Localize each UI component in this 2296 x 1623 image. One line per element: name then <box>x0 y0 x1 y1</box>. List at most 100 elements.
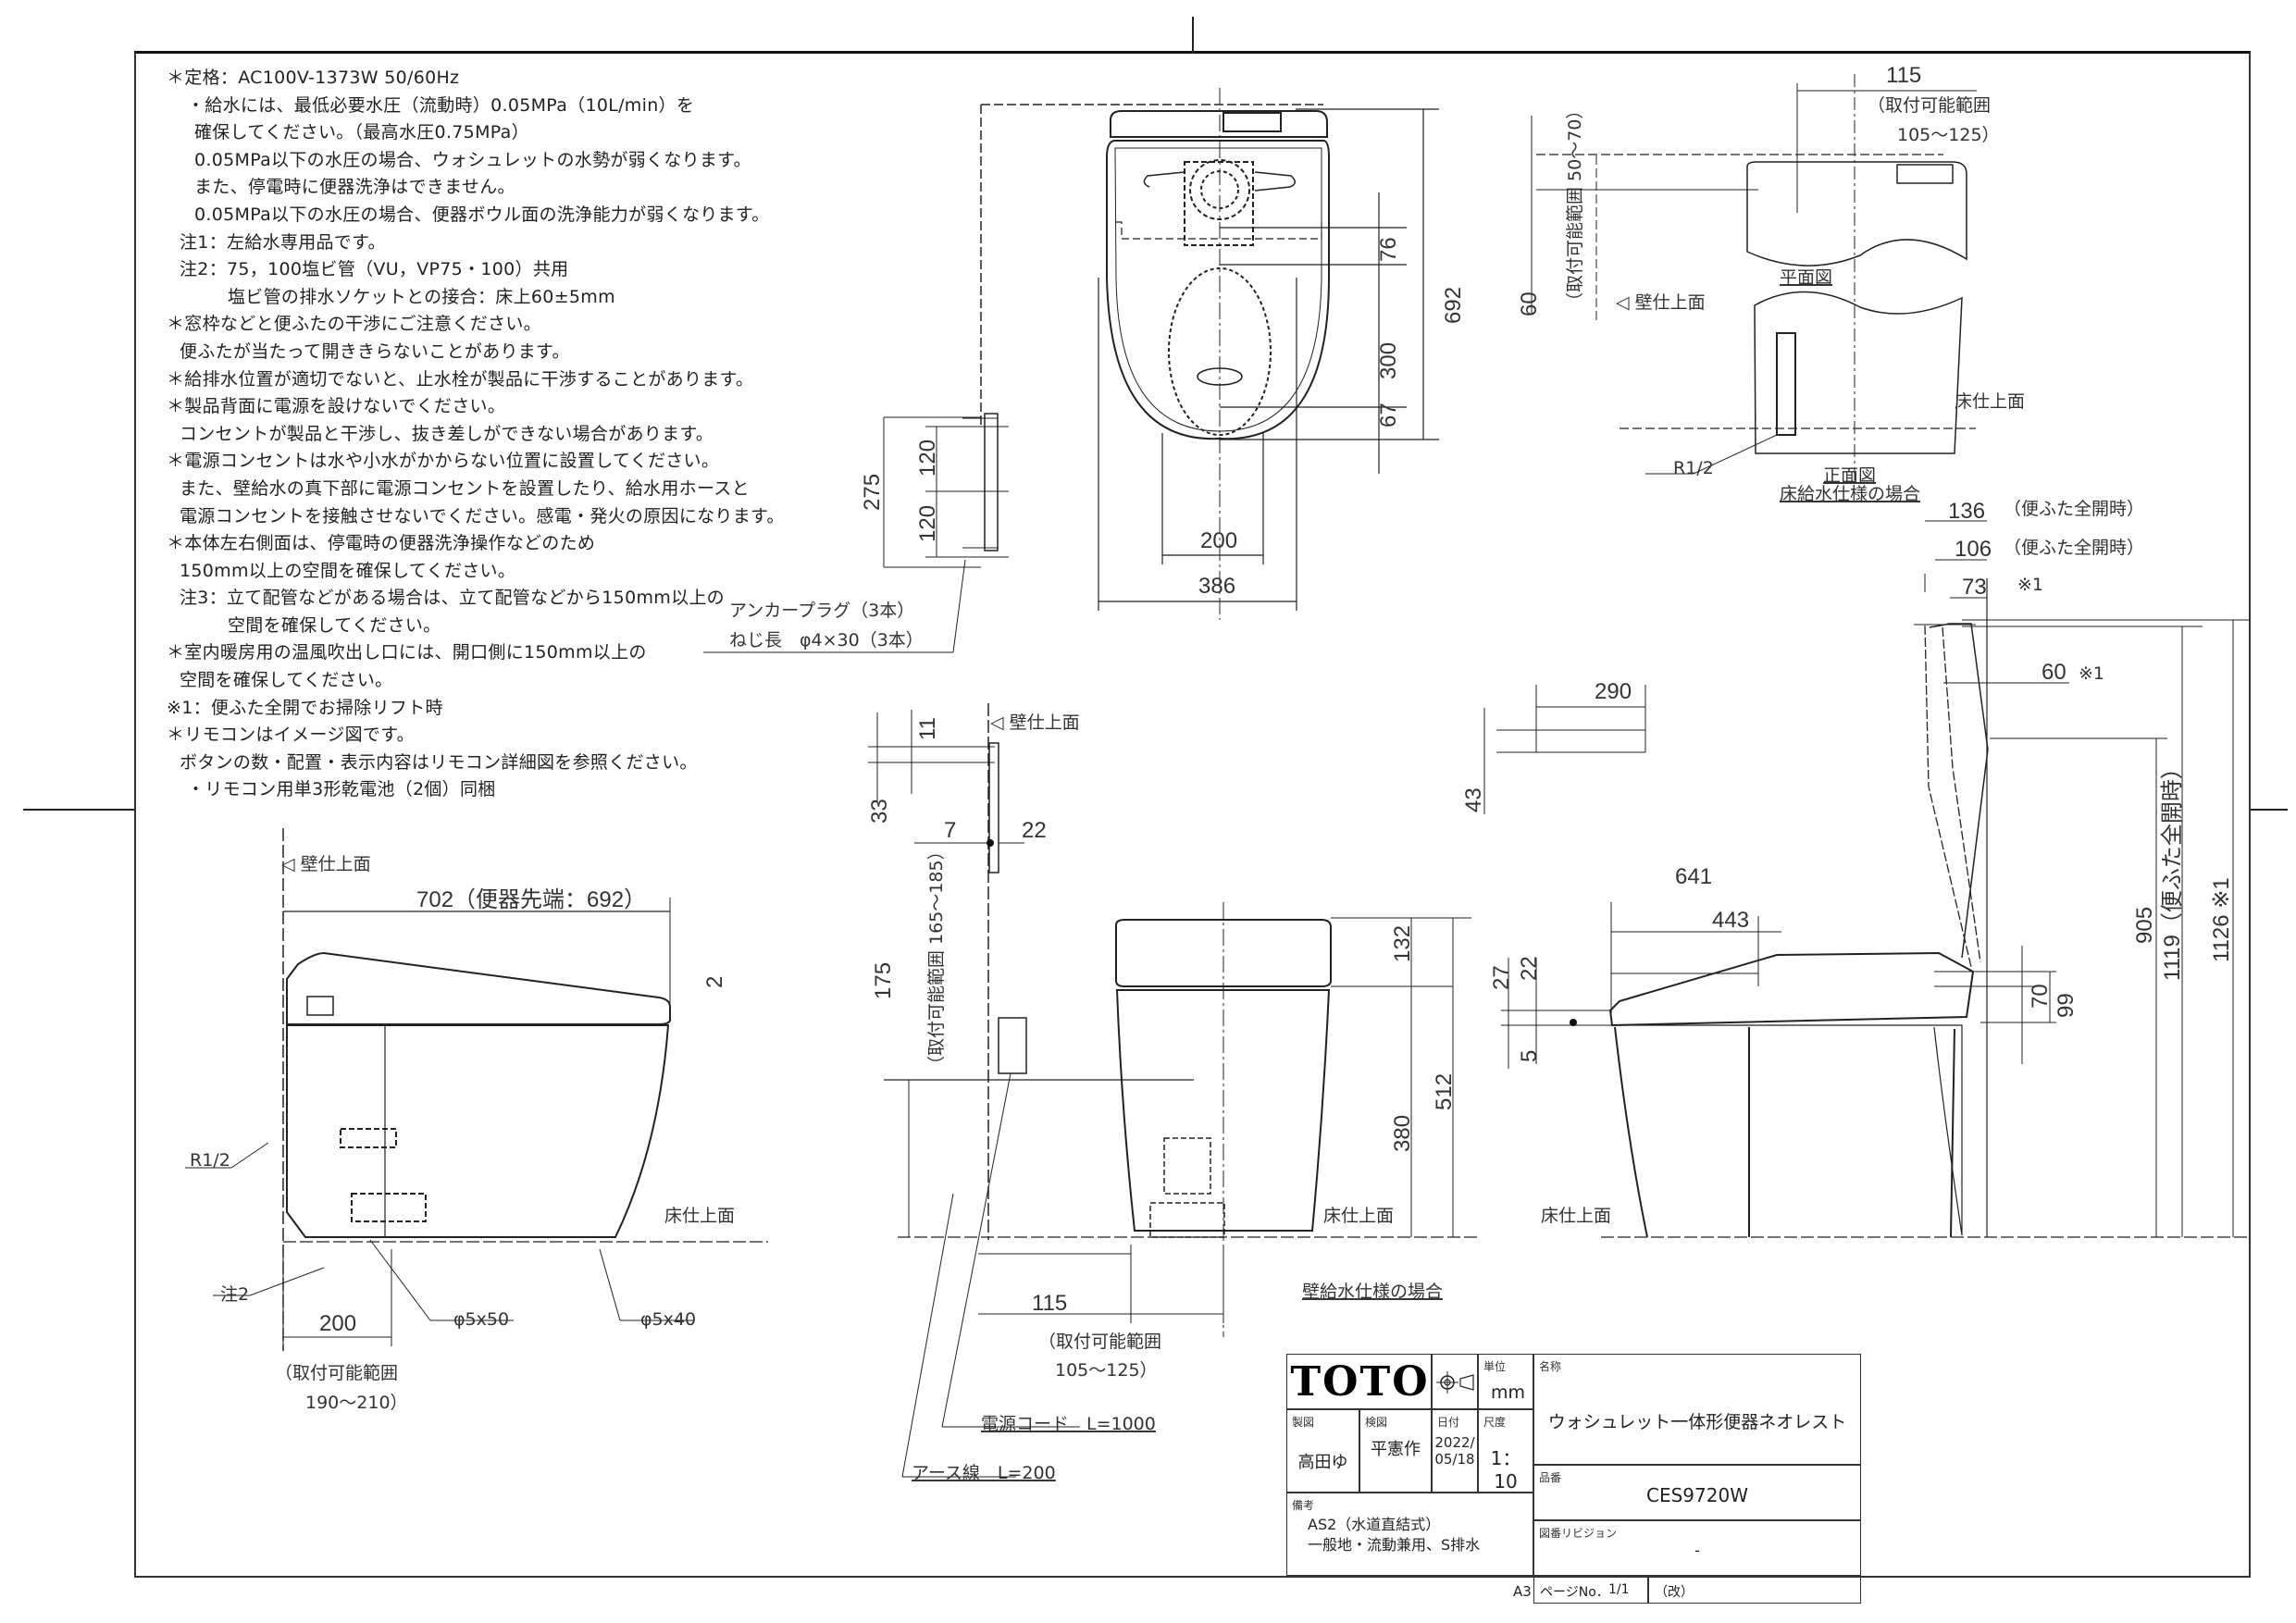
note-line: 電源コンセントを接触させないでください。感電・発火の原因になります。 <box>180 505 785 527</box>
product-name: ウォシュレット一体形便器ネオレスト <box>1547 1412 1847 1432</box>
note-line: 注3：立て配管などがある場合は、立て配管などから150mm以上の <box>180 588 725 609</box>
dim-70: 70 <box>2028 984 2053 1009</box>
dim-1126: 1126 ※1 <box>2209 877 2234 962</box>
front-range-label-1: （取付可能範囲 <box>1038 1332 1161 1352</box>
remarks-cell: 備考 AS2（水道直結式） 一般地・流動兼用、S排水 <box>1286 1493 1533 1576</box>
dim-22-seat: 22 <box>1517 956 1542 981</box>
note-line: ボタンの数・配置・表示内容はリモコン詳細図を参照ください。 <box>180 751 698 773</box>
floor-supply-caption: 床給水仕様の場合 <box>1780 484 1920 504</box>
pipe-r12-floor: R1/2 <box>1673 458 1714 478</box>
checked-by-value: 平憲作 <box>1371 1440 1421 1459</box>
dim-73: 73 <box>1962 575 1987 600</box>
dim-60-lid: 60 <box>2042 660 2066 685</box>
dim-443: 443 <box>1712 908 1749 933</box>
floor-range-label-2: 105〜125） <box>1897 125 2000 145</box>
wall-finish-label-1: ◁ 壁仕上面 <box>1616 292 1706 313</box>
note-line: 注2：75，100塩ビ管（VU，VP75・100）共用 <box>180 259 569 280</box>
note-line: コンセントが製品と干渉し、抜き差しができない場合があります。 <box>180 423 714 444</box>
dim-2: 2 <box>702 976 727 988</box>
note-line: 空間を確保してください。 <box>180 670 393 691</box>
dim-290: 290 <box>1595 679 1632 704</box>
date-value: 2022/05/18 <box>1434 1434 1475 1468</box>
note-line: 便ふたが当たって開ききらないことがあります。 <box>180 341 570 362</box>
side-view-left <box>185 828 768 1351</box>
note-line: ＊窓枠などと便ふたの干渉にご注意ください。 <box>167 314 541 335</box>
note-line: 空間を確保してください。 <box>228 614 441 636</box>
dim-200: 200 <box>1200 528 1237 553</box>
floor-range-label-1: （取付可能範囲 <box>1868 95 1991 116</box>
note-mark-60: ※1 <box>2079 663 2104 684</box>
revision-value: - <box>1694 1542 1700 1559</box>
note-line: 0.05MPa以下の水圧の場合、便器ボウル面の洗浄能力が弱くなります。 <box>194 204 770 225</box>
dim-5: 5 <box>1517 1050 1542 1062</box>
dim-1119: 1119（便ふた全開時） <box>2160 757 2185 981</box>
scale-value: 1：10 <box>1490 1447 1521 1493</box>
lid-open-note-106: （便ふた全開時） <box>2004 538 2144 558</box>
dim-136: 136 <box>1948 499 1985 524</box>
projection-cell <box>1432 1354 1478 1409</box>
note-line: ＊電源コンセントは水や小水がかからない位置に設置してください。 <box>167 451 720 472</box>
anchor-plug-label: アンカープラグ（3本） <box>729 601 914 621</box>
unit-caption: 単位 <box>1483 1360 1507 1373</box>
page-cell: ページNo． 1/1 <box>1533 1576 1648 1604</box>
note-line: ＊給排水位置が適切でないと、止水栓が製品に干渉することがあります。 <box>167 368 754 390</box>
dim-300: 300 <box>1376 342 1401 379</box>
floor-finish-label-1: 床仕上面 <box>1955 391 2025 412</box>
plan-view-caption: 平面図 <box>1780 267 1832 288</box>
dim-175: 175 <box>871 962 896 999</box>
earth-wire-label: アース線 L=200 <box>912 1463 1056 1483</box>
drawn-by-cell: 製図 高田ゆ <box>1286 1409 1359 1493</box>
dim-67: 67 <box>1376 403 1401 427</box>
front-range-label-2: 105〜125） <box>1055 1360 1158 1381</box>
note-line: ＊リモコンはイメージ図です。 <box>167 725 415 746</box>
date-cell: 日付 2022/05/18 <box>1432 1409 1478 1493</box>
bolt-phi5x50: φ5x50 <box>453 1309 509 1330</box>
center-mark-right <box>2251 809 2288 811</box>
product-name-cell: 名称 ウォシュレット一体形便器ネオレスト <box>1533 1354 1861 1465</box>
dim-905: 905 <box>2132 907 2157 944</box>
dim-120-bottom: 120 <box>915 505 940 542</box>
dim-132: 132 <box>1390 925 1415 962</box>
side-view-right <box>1483 520 2249 1238</box>
note-line: また、停電時に便器洗浄はできません。 <box>194 177 515 198</box>
edition-mark: （改） <box>1655 1585 1694 1600</box>
drawn-caption: 製図 <box>1292 1416 1315 1429</box>
center-mark-left <box>23 809 134 811</box>
remarks-line-2: 一般地・流動兼用、S排水 <box>1308 1536 1481 1554</box>
dim-22: 22 <box>1022 818 1047 843</box>
dim-27: 27 <box>1489 965 1514 990</box>
dim-106: 106 <box>1955 537 1992 562</box>
dim-200-left: 200 <box>319 1311 356 1336</box>
dim-380: 380 <box>1390 1115 1415 1152</box>
note2-label: 注2 <box>220 1284 249 1305</box>
dim-386: 386 <box>1198 574 1235 599</box>
side-range-label-2: 190〜210） <box>305 1393 408 1413</box>
side-range-label-1: （取付可能範囲 <box>275 1363 398 1383</box>
dim-99: 99 <box>2054 993 2079 1018</box>
revision-cell: 図番リビジョン - <box>1533 1520 1861 1576</box>
front-range-vertical: （取付可能範囲 165〜185） <box>926 842 947 1073</box>
revision-caption: 図番リビジョン <box>1539 1527 1618 1540</box>
unit-cell: 単位 mm <box>1478 1354 1533 1409</box>
dim-7: 7 <box>944 818 956 843</box>
front-view-caption: 正面図 <box>1823 465 1876 486</box>
checked-caption: 検図 <box>1365 1416 1388 1429</box>
floor-range-vertical: （取付可能範囲 50〜70） <box>1565 102 1585 310</box>
note-line: ＊室内暖房用の温風吹出し口には、開口側に150mm以上の <box>167 642 647 663</box>
note-line: ・リモコン用単3形乾電池（2個）同梱 <box>187 779 496 800</box>
drawn-by-value: 高田ゆ <box>1297 1453 1348 1472</box>
dim-275: 275 <box>860 474 885 511</box>
edition-cell: （改） <box>1648 1576 1861 1604</box>
dim-512: 512 <box>1432 1073 1457 1110</box>
note-line: ＊製品背面に電源を設けないでください。 <box>167 396 506 417</box>
floor-finish-label-4: 床仕上面 <box>1541 1206 1611 1226</box>
page-number: 1/1 <box>1608 1582 1630 1597</box>
note-line: 塩ビ管の排水ソケットとの接合：床上60±5mm <box>228 286 615 307</box>
center-mark-top <box>1192 17 1194 54</box>
dim-115-floor: 115 <box>1886 63 1921 88</box>
dim-120-top: 120 <box>915 440 940 477</box>
note-line: ・給水には、最低必要水圧（流動時）0.05MPa（10L/min）を <box>187 94 695 116</box>
note-line: 150mm以上の空間を確保してください。 <box>180 560 516 581</box>
checked-by-cell: 検図 平憲作 <box>1359 1409 1432 1493</box>
